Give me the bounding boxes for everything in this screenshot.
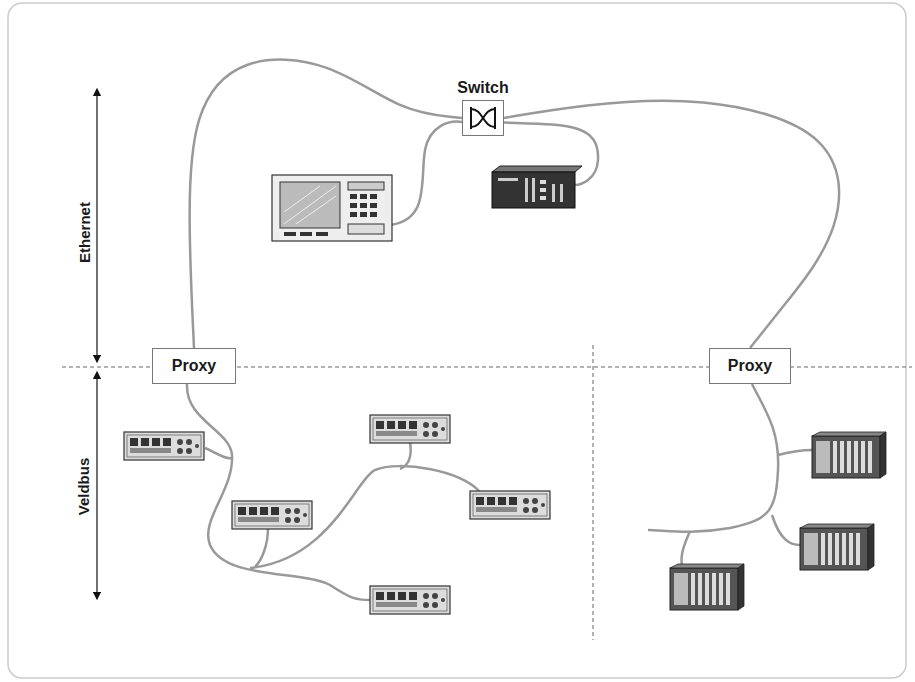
drop-cable: [681, 531, 690, 566]
plc-rack: [812, 432, 886, 478]
cable: [390, 122, 462, 225]
io-module: [124, 432, 204, 460]
drop-cable: [400, 442, 411, 469]
ethernet-cable: [504, 101, 839, 348]
drop-cable: [255, 528, 268, 567]
controller: [492, 166, 582, 208]
io-module: [470, 491, 550, 519]
level-arrow: [96, 375, 97, 596]
drop-cable: [778, 450, 812, 455]
switch-box: Switch: [462, 100, 504, 136]
level-label: Ethernet: [76, 202, 93, 263]
level-label: Veldbus: [76, 457, 93, 515]
io-module: [370, 415, 450, 443]
fieldbus-cable: [648, 384, 778, 532]
io-module: [370, 586, 450, 614]
switch-symbol: [463, 101, 503, 135]
plc-rack: [800, 524, 874, 570]
drop-cable: [205, 448, 232, 458]
hmi-panel: [272, 175, 392, 241]
drop-cable: [772, 515, 800, 545]
proxy-label: Proxy: [172, 357, 216, 375]
io-module: [232, 501, 312, 529]
fieldbus-cable: [187, 384, 370, 600]
segment-separator: [593, 345, 594, 640]
level-arrow: [96, 92, 97, 359]
plc-rack: [670, 564, 744, 610]
switch-heading: Switch: [457, 79, 509, 97]
frame: [8, 3, 906, 678]
proxy-box: Proxy: [709, 348, 791, 384]
ethernet-cable: [190, 60, 462, 348]
proxy-label: Proxy: [728, 357, 772, 375]
proxy-box: Proxy: [152, 348, 236, 384]
